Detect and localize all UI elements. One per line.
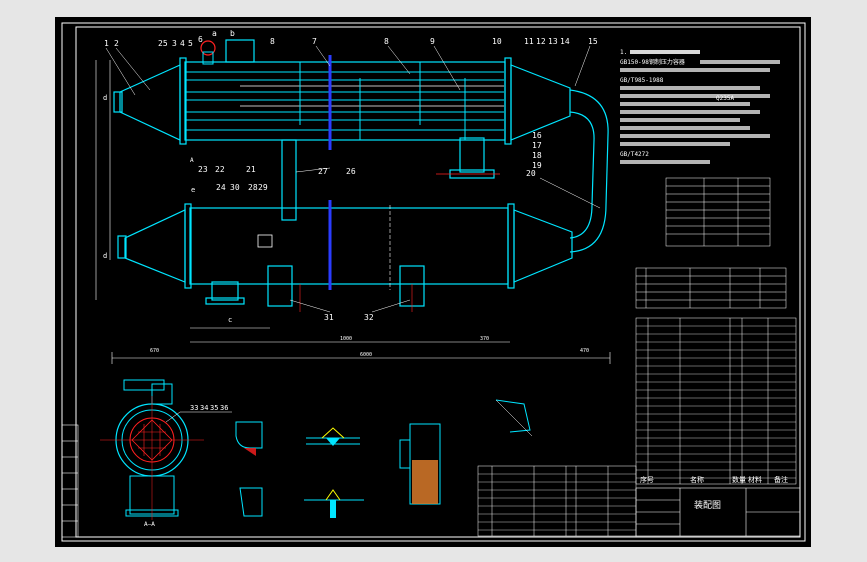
saddle-mid (267, 265, 293, 307)
svg-text:34: 34 (200, 404, 208, 412)
svg-text:19: 19 (532, 161, 542, 170)
svg-text:9: 9 (430, 37, 435, 46)
svg-text:17: 17 (532, 141, 542, 150)
leader-lines (105, 45, 601, 313)
svg-text:材料: 材料 (748, 475, 762, 484)
outer-frame (61, 22, 806, 542)
left-title-strip (61, 424, 79, 538)
svg-text:e: e (191, 186, 195, 194)
svg-text:4: 4 (180, 39, 185, 48)
svg-text:670: 670 (150, 348, 159, 354)
technical-notes: 1. GB150-98钢制压力容器 GB/T985-1988 Q235A GB/… (620, 49, 780, 164)
svg-text:1: 1 (104, 39, 109, 48)
section-aa-view: A—A 33 34 35 36 (100, 379, 232, 528)
lower-parts-list-rows (478, 473, 636, 531)
svg-text:26: 26 (346, 167, 356, 176)
svg-text:14: 14 (560, 37, 570, 46)
svg-text:25: 25 (158, 39, 168, 48)
svg-text:a: a (212, 29, 217, 38)
upper-right-head (510, 64, 571, 141)
lower-right-head (513, 209, 573, 283)
svg-text:6: 6 (198, 35, 203, 44)
svg-text:6000: 6000 (360, 352, 372, 358)
svg-text:8: 8 (384, 37, 389, 46)
svg-text:8: 8 (270, 37, 275, 46)
svg-text:A—A: A—A (144, 521, 155, 528)
svg-text:备注: 备注 (774, 475, 788, 484)
svg-text:序号: 序号 (640, 475, 654, 484)
svg-text:27: 27 (318, 167, 328, 176)
dimension-text: 6000 1000 370 670 470 (150, 336, 589, 358)
svg-text:21: 21 (246, 165, 256, 174)
svg-text:29: 29 (258, 183, 268, 192)
svg-text:36: 36 (220, 404, 228, 412)
svg-text:2: 2 (114, 39, 119, 48)
nozzle-table (635, 267, 787, 309)
svg-text:470: 470 (580, 348, 589, 354)
svg-text:24: 24 (216, 183, 226, 192)
part-labels-side: 16 17 18 19 20 21 22 23 24 26 27 28 29 3… (198, 131, 542, 322)
svg-text:20: 20 (526, 169, 536, 178)
svg-text:15: 15 (588, 37, 598, 46)
part-labels-top: 1 2 25 3 4 5 6 a b 8 7 8 9 10 11 12 13 1… (104, 29, 598, 48)
design-data-table (665, 177, 771, 247)
upper-flange-left (179, 57, 187, 145)
weld-detail-fills (244, 438, 438, 518)
svg-text:d: d (103, 252, 107, 260)
svg-text:35: 35 (210, 404, 218, 412)
svg-text:GB/T4272: GB/T4272 (620, 151, 649, 158)
svg-text:28: 28 (248, 183, 258, 192)
svg-text:11: 11 (524, 37, 534, 46)
svg-text:16: 16 (532, 131, 542, 140)
svg-text:数量: 数量 (732, 475, 746, 484)
title-cell-text: 装配图 (694, 499, 721, 511)
top-nozzle-flange-red (200, 40, 216, 56)
svg-text:12: 12 (536, 37, 546, 46)
upper-left-nozzle (113, 91, 123, 113)
dimension-lines (95, 60, 611, 364)
svg-text:c: c (228, 316, 232, 324)
parts-list (635, 317, 797, 485)
saddle-left (211, 281, 239, 301)
svg-text:13: 13 (548, 37, 558, 46)
svg-text:GB/T985-1988: GB/T985-1988 (620, 77, 664, 84)
svg-text:d: d (103, 94, 107, 102)
svg-text:22: 22 (215, 165, 225, 174)
detail-label-a: A (190, 157, 194, 164)
svg-text:1.: 1. (620, 49, 627, 56)
return-pipe (569, 89, 609, 253)
svg-text:33: 33 (190, 404, 198, 412)
svg-text:1000: 1000 (340, 336, 352, 342)
svg-text:GB150-98钢制压力容器: GB150-98钢制压力容器 (620, 58, 685, 66)
title-block (635, 487, 801, 537)
svg-text:7: 7 (312, 37, 317, 46)
svg-text:30: 30 (230, 183, 240, 192)
svg-text:3: 3 (172, 39, 177, 48)
upper-exchanger (113, 39, 609, 253)
svg-text:Q235A: Q235A (716, 95, 734, 102)
nozzle-letters: d d c e (103, 94, 232, 324)
svg-text:23: 23 (198, 165, 208, 174)
parts-list-header: 序号 名称 数量 材料 备注 (640, 475, 788, 484)
svg-text:32: 32 (364, 313, 374, 322)
svg-text:18: 18 (532, 151, 542, 160)
svg-text:b: b (230, 29, 235, 38)
parts-list-rows (636, 325, 796, 479)
lower-vessel (117, 200, 573, 312)
svg-text:名称: 名称 (690, 475, 704, 484)
inner-frame (75, 26, 801, 538)
svg-text:31: 31 (324, 313, 334, 322)
svg-text:10: 10 (492, 37, 502, 46)
svg-text:370: 370 (480, 336, 489, 342)
svg-text:5: 5 (188, 39, 193, 48)
